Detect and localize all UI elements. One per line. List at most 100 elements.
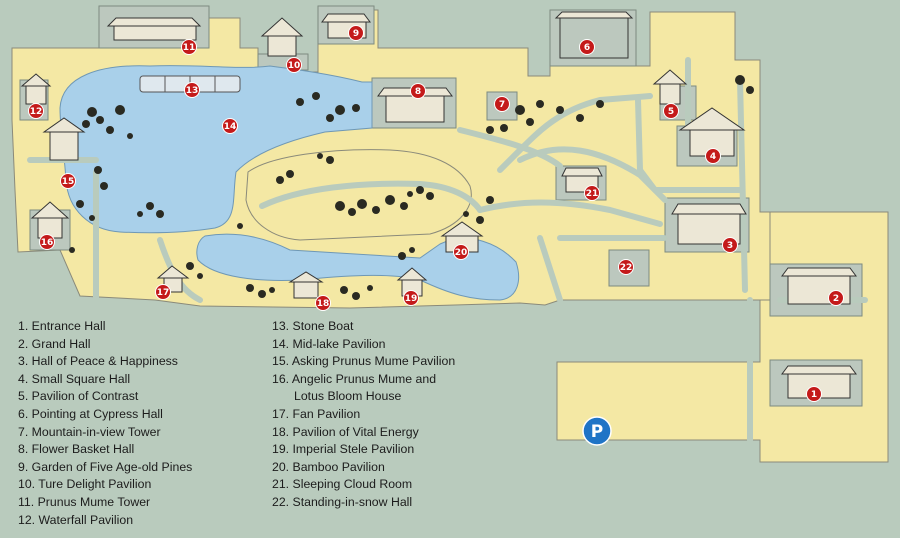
marker-dot xyxy=(315,295,331,311)
marker-dot xyxy=(222,118,238,134)
legend-item: 1. Entrance Hall xyxy=(18,319,106,333)
location-marker[interactable]: 21 xyxy=(584,185,600,201)
location-marker[interactable]: 20 xyxy=(453,244,469,260)
parking-marker[interactable]: P xyxy=(582,416,612,446)
marker-number: 13 xyxy=(186,86,199,96)
legend-item: 22. Standing-in-snow Hall xyxy=(272,494,413,509)
legend-item: 12. Waterfall Pavilion xyxy=(18,512,134,527)
legend-item-continuation: Lotus Bloom House xyxy=(294,389,402,404)
tree-clusters xyxy=(69,75,754,300)
legend-item: 3. Hall of Peace & Happiness xyxy=(18,354,178,369)
location-marker[interactable]: 15 xyxy=(60,173,76,189)
marker-number: 21 xyxy=(586,189,599,199)
location-marker[interactable]: 5 xyxy=(663,103,679,119)
marker-dot xyxy=(806,386,822,402)
marker-number: 12 xyxy=(30,107,43,117)
marker-number: 15 xyxy=(62,177,75,187)
parking-icon xyxy=(582,416,612,446)
marker-number: 8 xyxy=(415,87,421,97)
marker-dot xyxy=(579,39,595,55)
legend-item: 13. Stone Boat xyxy=(272,319,354,333)
marker-number: 4 xyxy=(710,152,716,162)
marker-number: 3 xyxy=(727,241,733,251)
legend-item: 20. Bamboo Pavilion xyxy=(272,459,385,474)
marker-dot xyxy=(410,83,426,99)
legend-item: 10. Ture Delight Pavilion xyxy=(18,477,152,492)
legend-item: 19. Imperial Stele Pavilion xyxy=(272,442,415,457)
marker-dot xyxy=(584,185,600,201)
marker-dot xyxy=(663,103,679,119)
location-marker[interactable]: 13 xyxy=(184,82,200,98)
legend-item: 14. Mid-lake Pavilion xyxy=(272,336,386,351)
legend-item: 6. Pointing at Cypress Hall xyxy=(18,406,163,421)
location-marker[interactable]: 14 xyxy=(222,118,238,134)
marker-number: 16 xyxy=(41,238,54,248)
location-marker[interactable]: 11 xyxy=(181,39,197,55)
marker-number: 17 xyxy=(157,288,170,298)
location-marker[interactable]: 4 xyxy=(705,148,721,164)
legend-item: 9. Garden of Five Age-old Pines xyxy=(18,459,193,474)
marker-number: 19 xyxy=(405,294,418,304)
marker-number: 14 xyxy=(224,122,237,132)
location-marker[interactable]: 7 xyxy=(494,96,510,112)
location-marker[interactable]: 16 xyxy=(39,234,55,250)
marker-dot xyxy=(181,39,197,55)
marker-dot xyxy=(403,290,419,306)
central-island xyxy=(245,149,472,241)
marker-dot xyxy=(28,103,44,119)
marker-number: 18 xyxy=(317,299,330,309)
footpaths xyxy=(27,57,868,443)
legend-item: 17. Fan Pavilion xyxy=(272,406,361,421)
marker-number: 9 xyxy=(353,29,359,39)
location-marker[interactable]: 1 xyxy=(806,386,822,402)
marker-number: 10 xyxy=(288,61,301,71)
marker-dot xyxy=(453,244,469,260)
location-marker[interactable]: 3 xyxy=(722,237,738,253)
marker-dot xyxy=(722,237,738,253)
location-marker[interactable]: 17 xyxy=(155,284,171,300)
marker-number: 6 xyxy=(584,43,590,53)
location-marker[interactable]: 6 xyxy=(579,39,595,55)
marker-number: 20 xyxy=(455,248,468,258)
marker-dot xyxy=(618,259,634,275)
marker-dot xyxy=(60,173,76,189)
marker-dot xyxy=(494,96,510,112)
marker-dot xyxy=(39,234,55,250)
location-marker[interactable]: 12 xyxy=(28,103,44,119)
legend-item: 2. Grand Hall xyxy=(18,336,91,351)
marker-number: 2 xyxy=(833,294,839,304)
legend-item: 16. Angelic Prunus Mume and xyxy=(272,371,437,386)
legend-right-column: 13. Stone Boat 14. Mid-lake Pavilion 15.… xyxy=(272,318,455,512)
marker-number: 22 xyxy=(620,263,633,273)
legend-item: 11. Prunus Mume Tower xyxy=(18,494,151,509)
marker-dot xyxy=(184,82,200,98)
marker-number: 11 xyxy=(183,43,196,53)
location-marker[interactable]: 10 xyxy=(286,57,302,73)
legend-item: 5. Pavilion of Contrast xyxy=(18,389,139,404)
marker-dot xyxy=(286,57,302,73)
legend-item: 8. Flower Basket Hall xyxy=(18,442,135,457)
legend-item: 18. Pavilion of Vital Energy xyxy=(272,424,419,439)
marker-dot xyxy=(828,290,844,306)
legend-item: 15. Asking Prunus Mume Pavilion xyxy=(272,354,456,369)
marker-number: 5 xyxy=(668,107,674,117)
location-marker[interactable]: 19 xyxy=(403,290,419,306)
location-marker[interactable]: 9 xyxy=(348,25,364,41)
legend-left-column: 1. Entrance Hall 2. Grand Hall 3. Hall o… xyxy=(18,318,192,529)
lake xyxy=(59,65,520,301)
location-marker[interactable]: 18 xyxy=(315,295,331,311)
marker-dot xyxy=(348,25,364,41)
legend-item: 7. Mountain-in-view Tower xyxy=(18,424,161,439)
location-marker[interactable]: 22 xyxy=(618,259,634,275)
legend-item: 4. Small Square Hall xyxy=(18,371,131,386)
location-marker[interactable]: 2 xyxy=(828,290,844,306)
marker-number: 1 xyxy=(811,390,817,400)
parking-label: P xyxy=(591,422,603,442)
marker-number: 7 xyxy=(499,100,505,110)
marker-dot xyxy=(705,148,721,164)
location-marker[interactable]: 8 xyxy=(410,83,426,99)
legend-item: 21. Sleeping Cloud Room xyxy=(272,477,413,492)
